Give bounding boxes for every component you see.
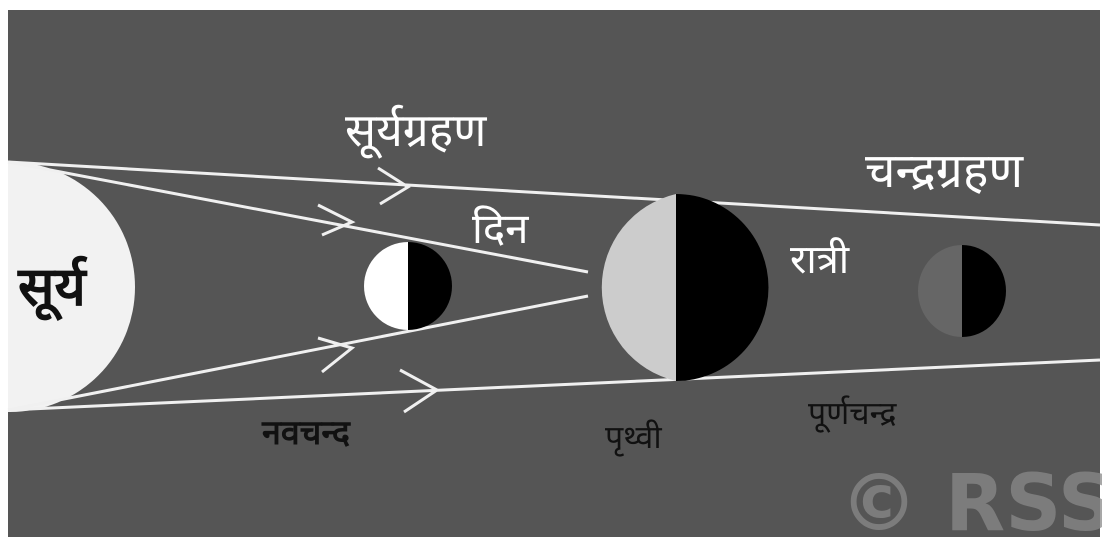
watermark-text: © RSS xyxy=(840,459,1102,543)
full-moon xyxy=(918,245,1006,337)
label-new-moon: नवचन्द xyxy=(261,413,351,453)
label-earth: पृथ्वी xyxy=(605,418,662,457)
new-moon xyxy=(364,242,452,330)
label-full-moon: पूर्णचन्द्र xyxy=(808,394,898,433)
label-night: रात्री xyxy=(790,237,850,283)
label-sun: सूर्य xyxy=(17,255,88,321)
label-lunar-eclipse: चन्द्रग्रहण xyxy=(865,143,1024,199)
label-day: दिन xyxy=(472,204,529,253)
label-solar-eclipse: सूर्यग्रहण xyxy=(345,103,487,159)
